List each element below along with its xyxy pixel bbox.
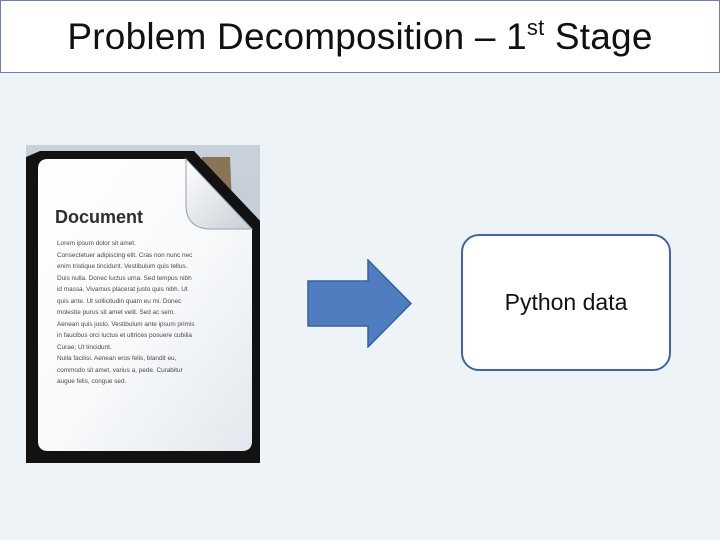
arrow-shape bbox=[307, 259, 413, 348]
document-text-line: id massa. Vivamus placerat justo quis ni… bbox=[57, 286, 188, 293]
document-text-line: Duis nulla. Donec luctus urna. Sed tempu… bbox=[57, 274, 192, 282]
document-text-line: enim tristique tincidunt. Vestibulum qui… bbox=[57, 263, 188, 270]
document-text-line: quis ante. Ut sollicitudin quam eu mi. D… bbox=[57, 297, 182, 305]
slide-title-end: Stage bbox=[544, 15, 653, 57]
right-arrow-icon bbox=[307, 259, 413, 348]
slide-title-bar: Problem Decomposition – 1st Stage bbox=[0, 0, 720, 73]
slide-title-superscript: st bbox=[526, 14, 545, 40]
document-folded-corner bbox=[185, 157, 254, 230]
python-data-box: Python data bbox=[461, 234, 671, 371]
document-text-line: molestie purus sit amet velit. Sed ac se… bbox=[57, 309, 175, 316]
document-text-line: Nulla facilisi. Aenean eros felis, bland… bbox=[57, 355, 177, 362]
document-text-line: in faucibus orci luctus et ultrices posu… bbox=[57, 332, 192, 339]
document-text-line: Lorem ipsum dolor sit amet. bbox=[57, 240, 136, 247]
document-text-line: Consectetuer adipiscing elit. Cras non n… bbox=[57, 251, 193, 259]
document-icon bbox=[26, 145, 260, 463]
document-text-line: augue felis, congue sed. bbox=[57, 378, 127, 385]
document-text-lines: Lorem ipsum dolor sit amet. Consectetuer … bbox=[57, 238, 257, 388]
document-page bbox=[38, 159, 252, 451]
python-data-label: Python data bbox=[504, 289, 628, 315]
document-text-line: Curae; Ut tincidunt. bbox=[57, 343, 112, 351]
slide-title-main: Problem Decomposition – 1 bbox=[67, 15, 527, 57]
document-heading: Document bbox=[55, 207, 144, 227]
document-text-line: Aenean quis justo. Vestibulum ante ipsum… bbox=[57, 320, 195, 328]
document-text-line: commodo sit amet, varius a, pede. Curabi… bbox=[57, 366, 183, 374]
slide-title: Problem Decomposition – 1st Stage bbox=[67, 16, 652, 58]
